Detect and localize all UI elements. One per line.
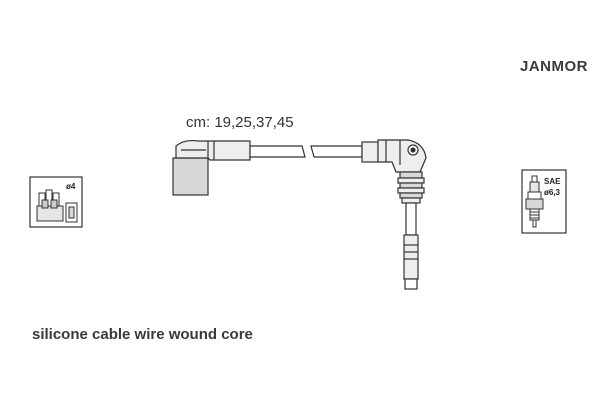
spark-plug-icon (525, 175, 544, 228)
distributor-terminal-size: ø4 (66, 182, 76, 191)
distributor-cap-icon (36, 189, 78, 223)
cable-lengths-label: cm: 19,25,37,45 (186, 114, 294, 131)
distributor-terminal-box: ø4 (29, 176, 83, 228)
plug-terminal-standard: SAE (544, 177, 561, 186)
ignition-cable (249, 145, 363, 158)
spark-plug-terminal-box: SAE ø6,3 (521, 169, 567, 234)
plug-terminal-size: ø6,3 (544, 188, 561, 197)
spark-plug-boot (361, 139, 427, 290)
cable-description: silicone cable wire wound core (32, 326, 253, 343)
brand-name: JANMOR (519, 58, 588, 75)
distributor-boot (172, 139, 251, 196)
